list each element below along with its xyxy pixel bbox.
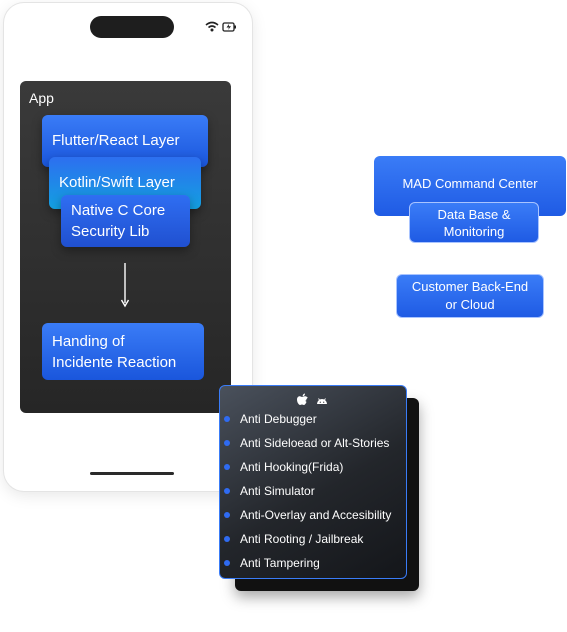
feature-item: Anti Sideloead or Alt-Stories [224,435,391,459]
feature-label: Anti Hooking(Frida) [240,460,344,474]
wifi-icon [205,21,219,32]
status-bar [205,21,236,32]
customer-backend: Customer Back-End or Cloud [396,274,544,318]
bullet-dot-icon [224,512,230,518]
battery-icon [222,22,236,32]
feature-item: Anti Hooking(Frida) [224,459,391,483]
native-core-line2: Security Lib [71,223,150,240]
home-indicator [90,472,174,475]
feature-item: Anti-Overlay and Accesibility [224,507,391,531]
handling-line2: Incidente Reaction [52,353,177,371]
apple-icon [297,393,308,405]
feature-label: Anti Simulator [240,484,315,498]
bullet-dot-icon [224,560,230,566]
db-line2: Monitoring [443,223,505,239]
bullet-dot-icon [224,440,230,446]
flutter-react-label: Flutter/React Layer [52,132,180,149]
platform-icons [297,393,327,405]
handling-line1: Handing of [52,332,125,350]
bullet-dot-icon [224,464,230,470]
mad-label: MAD Command Center [402,175,538,191]
android-icon [317,398,327,404]
bullet-dot-icon [224,488,230,494]
feature-item: Anti Rooting / Jailbreak [224,531,391,555]
feature-label: Anti Sideloead or Alt-Stories [240,436,390,450]
incident-handling-block: Handing of Incidente Reaction [42,323,204,380]
database-monitoring: Data Base & Monitoring [409,202,539,243]
phone-notch [90,16,174,38]
customer-line1: Customer Back-End [411,279,529,294]
native-core-layer: Native C Core Security Lib [61,195,190,247]
feature-label: Anti Debugger [240,412,317,426]
feature-item: Anti Debugger [224,411,391,435]
feature-label: Anti Tampering [240,556,320,570]
feature-item: Anti Simulator [224,483,391,507]
bullet-dot-icon [224,536,230,542]
feature-item: Anti Tampering [224,555,391,579]
kotlin-swift-label: Kotlin/Swift Layer [59,174,175,191]
feature-label: Anti-Overlay and Accesibility [240,508,392,522]
feature-label: Anti Rooting / Jailbreak [240,532,364,546]
customer-line2: or Cloud [445,297,495,312]
native-core-line1: Native C Core [71,202,166,219]
down-arrow-icon [120,263,130,308]
app-label: App [29,90,54,106]
db-line1: Data Base & [437,206,511,222]
bullet-dot-icon [224,416,230,422]
